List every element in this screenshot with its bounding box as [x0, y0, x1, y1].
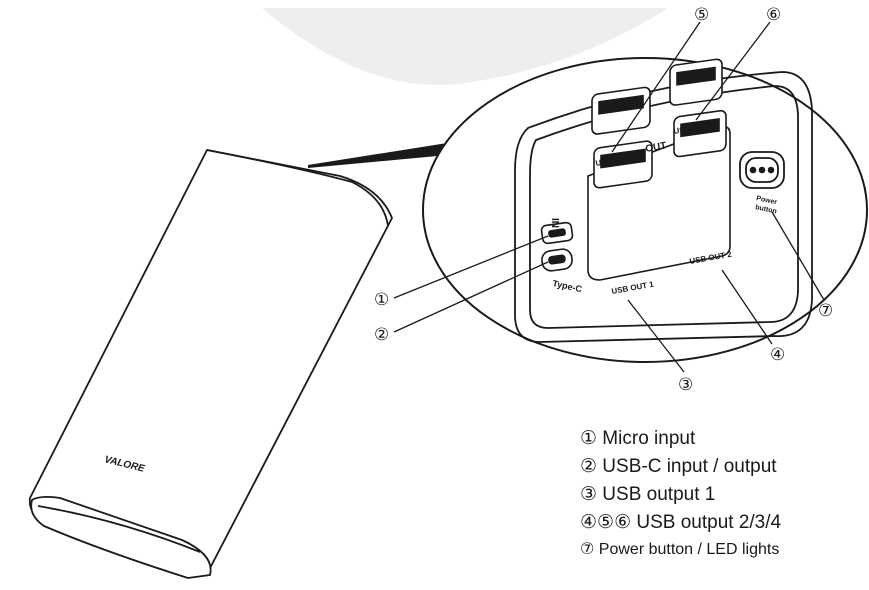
callout-5: ⑤ [694, 5, 709, 24]
zoom-oval [422, 57, 868, 363]
legend-item-micro-input: ① Micro input [580, 428, 696, 449]
usb-port-2 [673, 109, 727, 158]
power-button [739, 151, 785, 189]
usb-port-frame [587, 125, 731, 281]
power-bank-end-edge [37, 505, 201, 553]
leader-6 [695, 21, 771, 121]
power-label-line2: button [755, 204, 778, 215]
leader-lines [393, 21, 825, 373]
background-bubble [262, 8, 668, 85]
led-light-2 [758, 166, 766, 174]
legend-item-usb-output-234: ④⑤⑥ USB output 2/3/4 [580, 512, 782, 533]
power-label-line1: Power [756, 195, 778, 206]
usb-port-3 [591, 86, 651, 135]
legend-item-usb-output-1: ③ USB output 1 [580, 484, 716, 505]
callout-7: ⑦ [818, 301, 833, 320]
power-bank [28, 149, 393, 579]
out-label: OUT [645, 140, 668, 154]
callout-3: ③ [678, 375, 693, 394]
usb-port-4 [669, 58, 723, 106]
callout-1: ① [374, 290, 389, 309]
leader-2 [393, 261, 549, 333]
callout-2: ② [374, 325, 389, 344]
callout-6: ⑥ [766, 5, 781, 24]
zoom-connector [308, 137, 485, 168]
leader-7 [771, 211, 825, 301]
usb-ports [591, 58, 727, 189]
legend-item-usb-c: ② USB-C input / output [580, 456, 777, 477]
power-bank-top-edge [206, 149, 389, 227]
legend-item-power-button: ⑦ Power button / LED lights [580, 541, 780, 558]
power-bank-end-cap [30, 495, 212, 579]
leader-1 [393, 235, 549, 299]
callout-4: ④ [770, 345, 785, 364]
leader-4 [721, 269, 773, 345]
legend: ① Micro input ② USB-C input / output ③ U… [580, 425, 865, 563]
port-panel-outer [514, 71, 813, 343]
led-light-1 [749, 166, 757, 174]
in-label: IN [549, 218, 560, 228]
leader-5 [611, 21, 701, 153]
led-light-3 [767, 166, 775, 174]
input-ports [540, 221, 574, 272]
leader-3 [627, 299, 685, 373]
usb-port-1 [593, 140, 653, 189]
